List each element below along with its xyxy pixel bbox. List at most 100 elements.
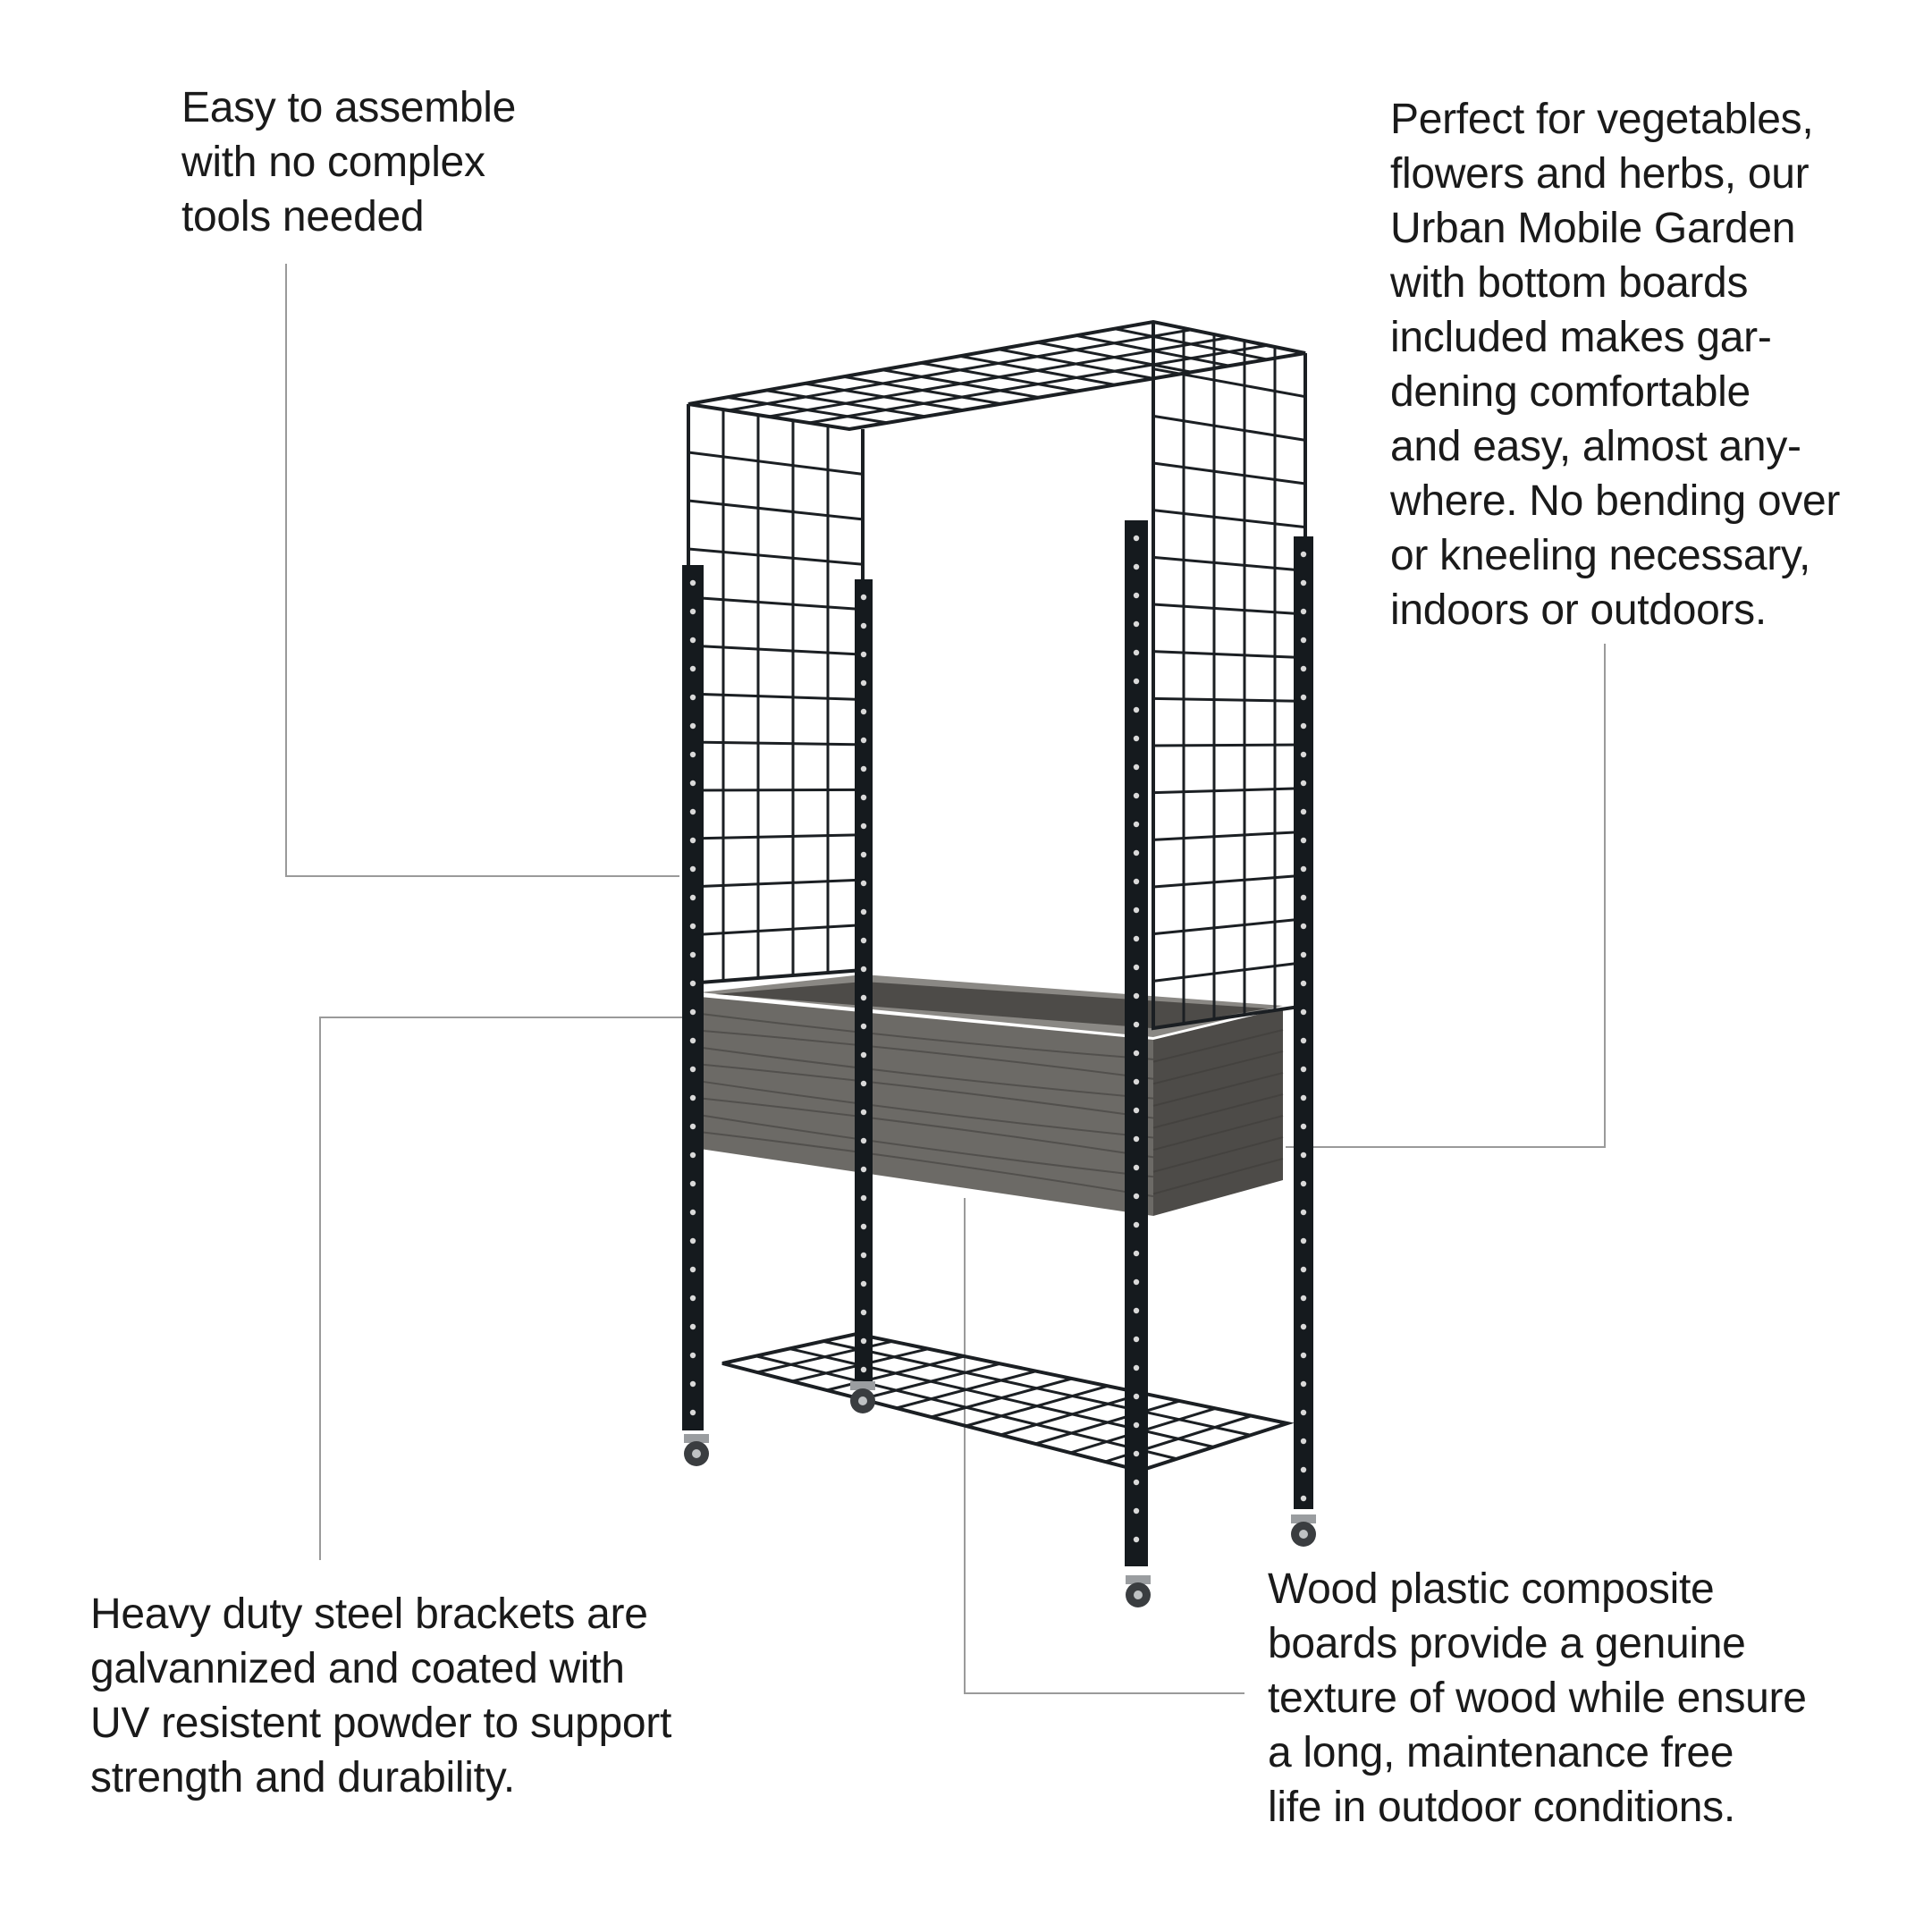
leader-line-assemble: [285, 264, 679, 877]
steel-post: [682, 565, 704, 1430]
bolt-hole: [860, 994, 867, 1001]
bolt-hole: [1133, 935, 1140, 942]
bolt-hole: [689, 780, 696, 787]
bolt-hole: [1300, 1323, 1307, 1330]
bolt-hole: [1300, 608, 1307, 615]
bolt-hole: [1133, 1336, 1140, 1343]
wire: [688, 788, 864, 792]
bolt-hole: [689, 608, 696, 615]
bolt-hole: [1300, 980, 1307, 987]
wire: [1152, 696, 1306, 703]
wire: [896, 1370, 1037, 1410]
grain-line: [699, 1063, 1154, 1119]
bolt-hole: [1133, 764, 1140, 771]
bolt-hole: [860, 794, 867, 801]
bolt-hole: [689, 1237, 696, 1244]
bolt-hole: [860, 937, 867, 944]
bolt-hole: [689, 1008, 696, 1016]
bolt-hole: [1133, 563, 1140, 570]
wire: [1152, 960, 1306, 983]
bolt-hole: [689, 1323, 696, 1330]
bolt-hole: [1300, 1066, 1307, 1073]
bolt-hole: [860, 737, 867, 744]
wire: [688, 644, 864, 656]
bolt-hole: [1133, 1364, 1140, 1371]
bolt-hole: [860, 622, 867, 629]
callout-line: tools needed: [181, 193, 425, 240]
callout-line: strength and durability.: [90, 1754, 515, 1801]
bolt-hole: [860, 908, 867, 915]
shelf-grid: [755, 1339, 1253, 1464]
bolt-hole: [1133, 1221, 1140, 1228]
bolt-hole: [689, 808, 696, 815]
bolt-hole: [1300, 1094, 1307, 1101]
leader-line-wood: [964, 1198, 1244, 1694]
bolt-hole: [1133, 1107, 1140, 1114]
bolt-hole: [1300, 865, 1307, 873]
caster-wheels: [684, 1381, 1316, 1607]
wire: [1152, 461, 1306, 485]
wire: [1152, 873, 1306, 889]
bolt-hole: [689, 1352, 696, 1359]
bolt-hole: [689, 951, 696, 958]
bolt-hole: [1133, 821, 1140, 828]
wire: [688, 451, 864, 476]
steel-post: [1294, 536, 1313, 1509]
bolt-hole: [689, 665, 696, 672]
bolt-hole: [860, 966, 867, 973]
steel-posts: [682, 520, 1313, 1566]
callout-wood: Wood plastic composite boards provide a …: [1268, 1562, 1807, 1835]
bolt-hole: [689, 1094, 696, 1101]
bolt-hole: [1300, 1295, 1307, 1302]
grain-line: [699, 1046, 1154, 1100]
bolt-hole: [1133, 620, 1140, 628]
bolt-hole: [1133, 678, 1140, 685]
bolt-hole: [1300, 808, 1307, 815]
bolt-hole: [689, 1152, 696, 1159]
callout-line: where. No bending over: [1390, 477, 1841, 525]
bolt-hole: [860, 1051, 867, 1059]
grain-line: [699, 1114, 1154, 1178]
bolt-hole: [860, 880, 867, 887]
bolt-hole: [1133, 1078, 1140, 1085]
wire: [688, 499, 864, 521]
wire: [688, 595, 864, 612]
callout-line: Urban Mobile Garden: [1390, 205, 1796, 252]
wire: [1152, 555, 1306, 572]
wire: [1152, 603, 1306, 616]
bolt-hole: [1300, 1180, 1307, 1187]
steel-post: [855, 579, 873, 1381]
bolt-hole: [1300, 1495, 1307, 1502]
bolt-hole: [860, 823, 867, 830]
trellis-right-grid: [1152, 328, 1306, 1024]
grain-line: [699, 1029, 1154, 1080]
shelf-outline: [721, 1331, 1295, 1473]
bolt-hole: [1300, 894, 1307, 901]
wire: [688, 924, 864, 937]
wheel-hub: [692, 1449, 701, 1458]
bolt-hole: [860, 1023, 867, 1030]
callout-garden: Perfect for vegetables, flowers and herb…: [1390, 92, 1840, 637]
wire: [1000, 1392, 1144, 1437]
wire: [931, 1377, 1073, 1419]
callout-line: boards provide a genuine: [1268, 1620, 1746, 1667]
bolt-hole: [1133, 649, 1140, 656]
bolt-hole: [689, 1066, 696, 1073]
bolt-hole: [689, 894, 696, 901]
bolt-hole: [1300, 780, 1307, 787]
bolt-hole: [1300, 1352, 1307, 1359]
bolt-hole: [1133, 706, 1140, 713]
bolt-hole: [689, 722, 696, 730]
bolt-hole: [1133, 1450, 1140, 1457]
bolt-hole: [689, 1380, 696, 1388]
bolt-hole: [1133, 1393, 1140, 1400]
bolt-hole: [1300, 1008, 1307, 1016]
bolt-hole: [1133, 1193, 1140, 1200]
bolt-hole: [1133, 1536, 1140, 1543]
wood-grain: [699, 1012, 1284, 1198]
bolt-hole: [1300, 637, 1307, 644]
grain-line: [1152, 1093, 1284, 1129]
wire: [1152, 367, 1306, 399]
leader-line-garden: [1286, 644, 1606, 1148]
